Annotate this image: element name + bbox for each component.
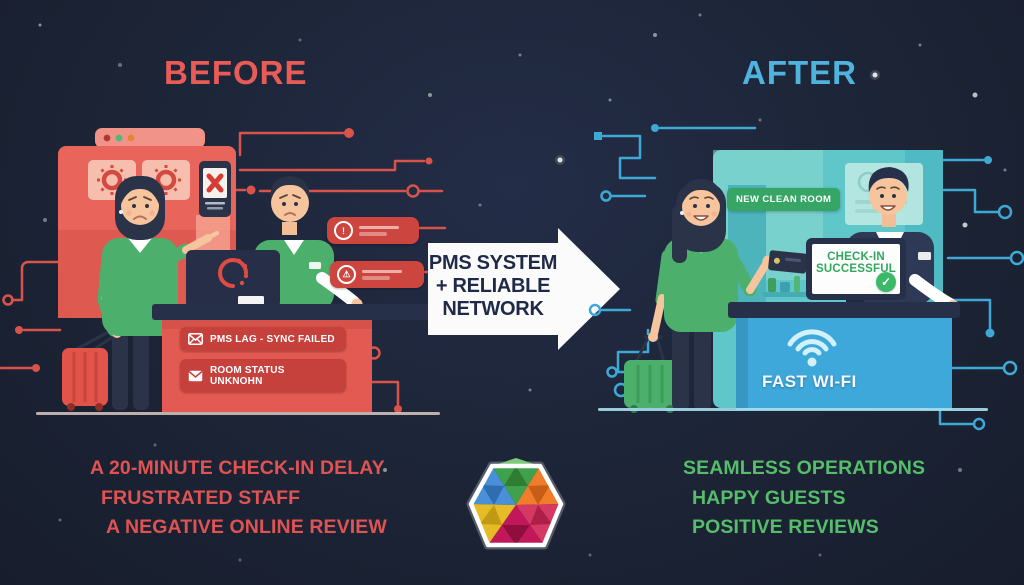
after-scene [588, 124, 1024, 431]
window-dot-red [103, 134, 111, 142]
arrow-line-1: PMS SYSTEM [428, 252, 558, 274]
reception-desk-after [728, 302, 960, 410]
ground-line-after [598, 408, 988, 411]
shelf [763, 276, 813, 297]
fast-wifi-label: FAST WI-FI [762, 372, 857, 391]
name-badge [309, 262, 321, 269]
desk-alert-text: ROOM STATUS UNKNOHN [210, 364, 285, 387]
exclamation-icon: ! [334, 221, 353, 240]
before-outcome-1: A 20-MINUTE CHECK-IN DELAY [90, 457, 385, 479]
pointing-finger [205, 230, 220, 241]
mail-error-icon [188, 333, 203, 345]
suitcase-green [624, 335, 680, 413]
window-dot-green [115, 134, 123, 142]
before-outcome-3: A NEGATIVE ONLINE REVIEW [106, 516, 387, 538]
arrow-line-2: + RELIABLE [435, 275, 551, 297]
arrow-line-3: NETWORK [442, 298, 544, 320]
worried-face [126, 196, 155, 220]
happy-face [686, 196, 717, 221]
ground-line-before [36, 412, 440, 415]
warning-icon: ⚠ [337, 265, 356, 284]
desk-alert-text: PMS LAG - SYNC FAILED [210, 333, 335, 345]
brand-logo-polyhedron [466, 458, 566, 550]
starfield [38, 13, 1007, 562]
key-card [768, 250, 808, 274]
guest-before [62, 176, 220, 411]
error-x-icon [206, 173, 224, 193]
circuit-traces-blue [588, 124, 1024, 431]
checkin-line-1: CHECK-IN [827, 251, 885, 263]
after-title: AFTER [742, 54, 857, 91]
transition-arrow-shape [428, 228, 620, 350]
happy-face [876, 186, 900, 211]
error-phone [199, 161, 231, 217]
checkin-line-2: SUCCESSFUL [816, 263, 896, 275]
placeholder-text-lines [359, 225, 399, 236]
desk-alert-pms-lag: PMS LAG - SYNC FAILED [180, 327, 346, 351]
after-outcome-2: HAPPY GUESTS [692, 487, 846, 509]
guest-after [624, 179, 808, 413]
alert-bubble-exclamation: ! [327, 217, 419, 244]
loading-spinner-icon [218, 258, 249, 288]
mail-icon [188, 370, 203, 381]
room-status-badge: NEW CLEAN ROOM [727, 188, 841, 211]
placeholder-text-lines [362, 269, 402, 280]
name-badge [918, 252, 931, 260]
checkin-success-message: CHECK-IN SUCCESSFUL [812, 251, 900, 275]
wifi-icon [787, 329, 837, 367]
before-outcome-2: FRUSTRATED STAFF [101, 487, 301, 509]
transition-arrow-label: PMS SYSTEM + RELIABLE NETWORK [428, 252, 558, 321]
before-title: BEFORE [164, 54, 308, 91]
desk-alert-room-status: ROOM STATUS UNKNOHN [180, 359, 346, 392]
worried-face [279, 194, 301, 216]
window-dot-orange [127, 134, 135, 142]
after-outcome-1: SEAMLESS OPERATIONS [683, 457, 926, 479]
after-outcome-3: POSITIVE REVIEWS [692, 516, 879, 538]
alert-bubble-warning: ⚠ [330, 261, 424, 288]
reception-desk-before [152, 296, 438, 412]
suitcase-red [62, 329, 118, 411]
success-check-icon: ✓ [876, 272, 896, 292]
